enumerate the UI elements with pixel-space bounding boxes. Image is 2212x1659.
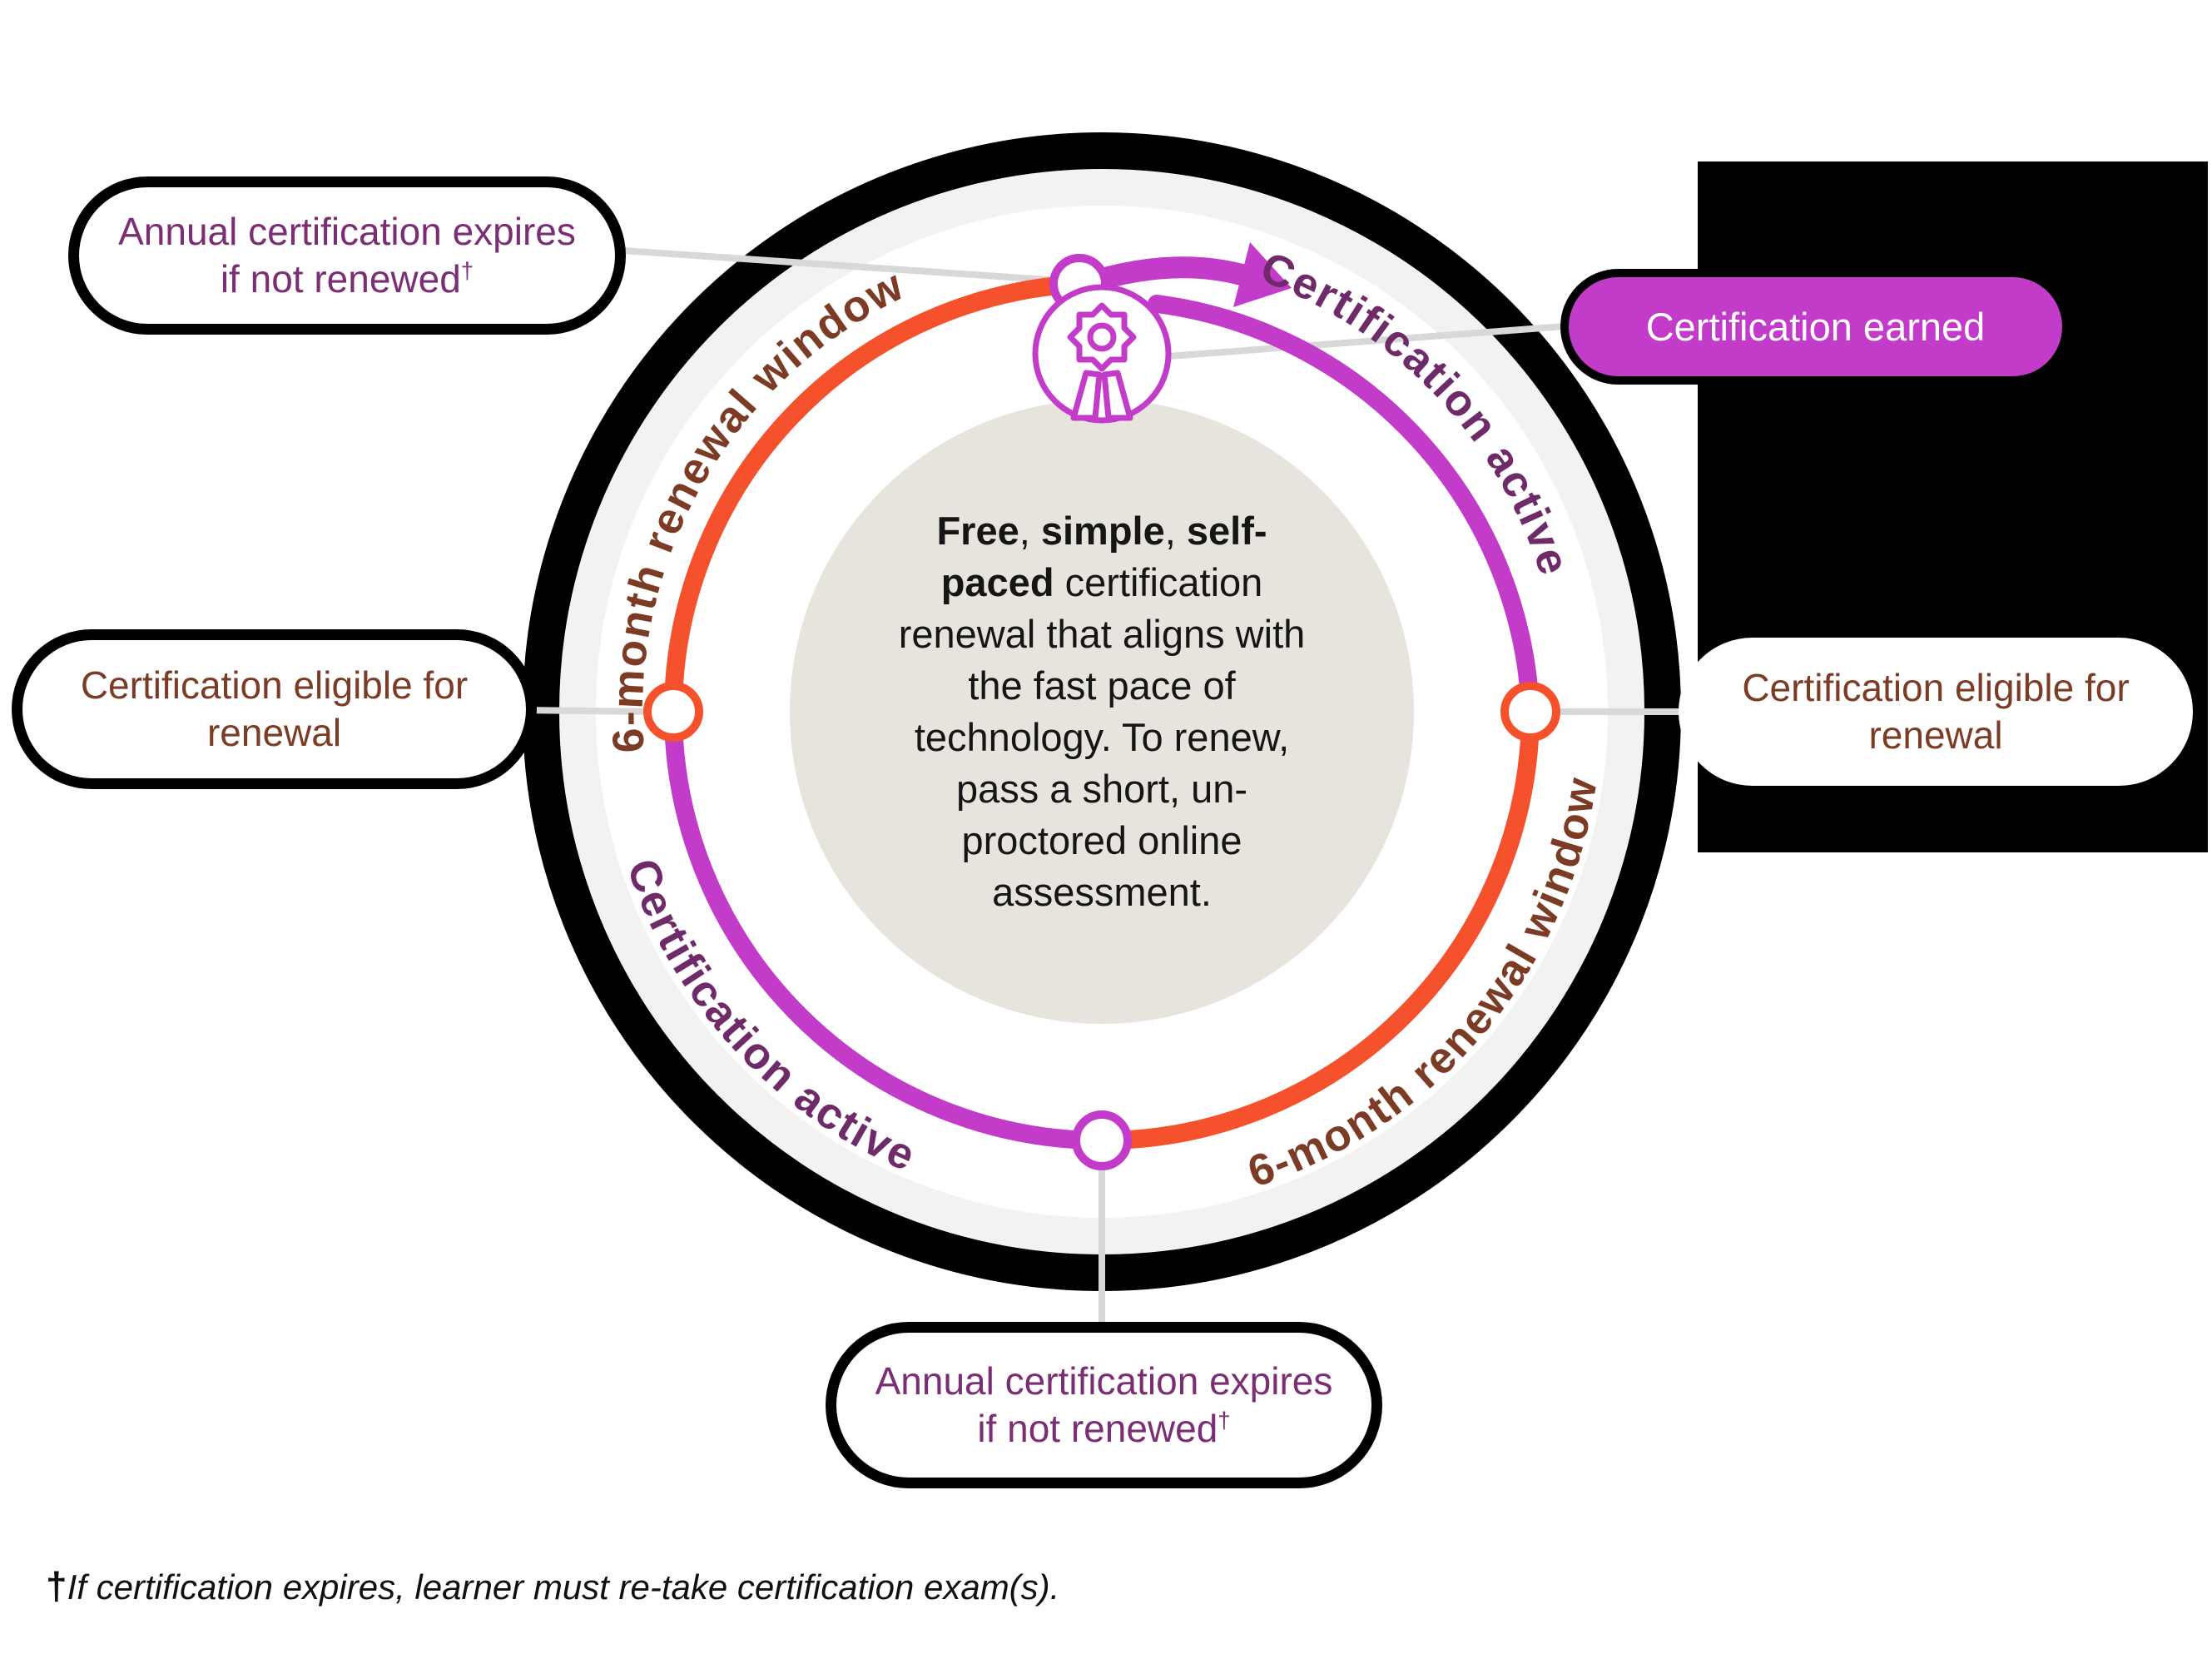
badge-ribbon-right xyxy=(1101,370,1133,421)
callout-eligible-right: Certification eligible for renewal xyxy=(1679,638,2193,786)
arc-certification-active-right xyxy=(1148,295,1540,721)
node-eligible-right xyxy=(1500,682,1560,742)
callout-expires-top-text: Annual certification expires if not rene… xyxy=(118,209,576,301)
footnote-text: If certification expires, learner must r… xyxy=(67,1567,1060,1607)
dagger-superscript: † xyxy=(460,257,474,284)
center-description-text: certification renewal that aligns with t… xyxy=(898,559,1306,915)
center-beige-circle xyxy=(790,400,1414,1024)
arc-renewal-window-top-left xyxy=(664,275,1089,721)
center-description: Free, simple, self-paced certification r… xyxy=(881,505,1322,918)
center-bold-free: Free xyxy=(936,508,1019,553)
certification-earned-text: Certification earned xyxy=(1645,305,1986,349)
callout-eligible-left-text: Certification eligible for renewal xyxy=(80,663,469,755)
node-expires-bottom xyxy=(1072,1110,1132,1170)
certification-earned-pill: Certification earned xyxy=(1560,269,2071,385)
footnote-dagger: † xyxy=(46,1564,67,1607)
footnote: †If certification expires, learner must … xyxy=(46,1563,1059,1608)
dagger-superscript: † xyxy=(1218,1407,1231,1433)
connector-top-left xyxy=(611,246,1059,284)
award-rosette-icon xyxy=(1032,284,1172,424)
arc-renewal-window-bottom-right xyxy=(1093,703,1540,1150)
badge-center-dot xyxy=(1087,322,1117,352)
badge-ribbon-left xyxy=(1070,370,1103,421)
arc-certification-active-left xyxy=(664,703,1111,1150)
callout-eligible-right-text: Certification eligible for renewal xyxy=(1742,665,2130,757)
callout-eligible-left: Certification eligible for renewal xyxy=(12,629,537,789)
connector-left xyxy=(523,707,652,715)
callout-expires-bottom: Annual certification expires if not rene… xyxy=(826,1322,1382,1488)
callout-expires-top: Annual certification expires if not rene… xyxy=(68,176,626,335)
cycle-arrowhead-icon xyxy=(1233,242,1292,307)
cycle-arrow-icon xyxy=(1098,256,1252,288)
center-sep1: , xyxy=(1019,508,1041,553)
center-bold-simple: simple xyxy=(1040,508,1165,553)
connector-earned xyxy=(1168,323,1565,360)
center-sep2: , xyxy=(1164,508,1187,553)
center-bold-self-paced: self-paced xyxy=(940,508,1267,604)
callout-expires-bottom-text: Annual certification expires if not rene… xyxy=(875,1358,1333,1451)
node-eligible-left xyxy=(643,682,703,742)
